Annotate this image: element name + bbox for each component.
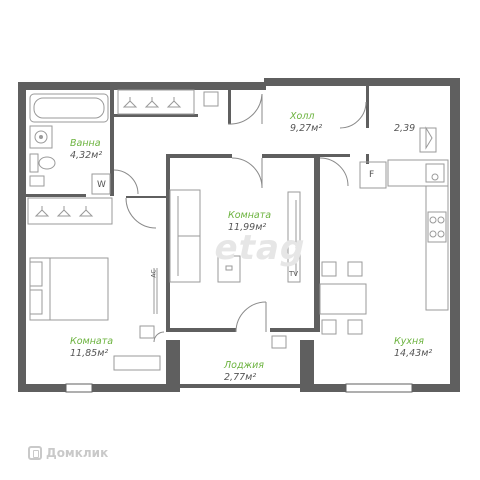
room-name-kitchen: Кухня: [394, 336, 424, 347]
room-area-bath: 4,32м²: [70, 150, 103, 161]
room-area-kitchen: 14,43м²: [394, 348, 433, 359]
doors: [113, 93, 367, 343]
inner-walls: [26, 84, 369, 332]
room-area-hall: 9,27м²: [290, 123, 323, 134]
sofa: [169, 189, 201, 283]
wardrobe-hall: [117, 89, 219, 115]
sink: [29, 125, 53, 149]
bathtub: [29, 93, 109, 123]
coffee-table: [217, 255, 241, 283]
logo-text: Домклик: [46, 446, 109, 460]
washer-tag: W: [97, 180, 106, 190]
room-name-bedroom: Комната: [70, 336, 114, 347]
room-area-storage: 2,39: [394, 123, 416, 134]
bed: [29, 257, 109, 321]
loggia-chair: [271, 335, 287, 349]
tv-stand: [287, 191, 301, 283]
room-area-living: 11,99м²: [228, 222, 267, 233]
windows: [65, 383, 413, 393]
fridge-tag: F: [369, 170, 375, 180]
washer: [29, 173, 111, 195]
room-name-bath: Ванна: [70, 138, 101, 149]
room-area-bedroom: 11,85м²: [70, 348, 109, 359]
room-area-loggia: 2,77м²: [224, 372, 257, 383]
domclick-logo: Домклик: [28, 446, 108, 460]
bedroom-desk: [113, 268, 161, 371]
dining-set: [319, 261, 367, 335]
room-name-living: Комната: [228, 210, 272, 221]
tv-tag: TV: [289, 270, 299, 278]
room-name-hall: Холл: [290, 111, 315, 122]
house-icon: [28, 446, 42, 460]
outer-walls: [18, 78, 460, 392]
wardrobe-bedroom: [27, 197, 113, 225]
room-name-loggia: Лоджия: [224, 360, 264, 371]
watermark: etag: [210, 228, 310, 268]
kitchen-counter: [387, 126, 449, 311]
ac-tag: AC: [150, 269, 158, 278]
fridge: [359, 161, 387, 189]
toilet: [29, 153, 56, 173]
